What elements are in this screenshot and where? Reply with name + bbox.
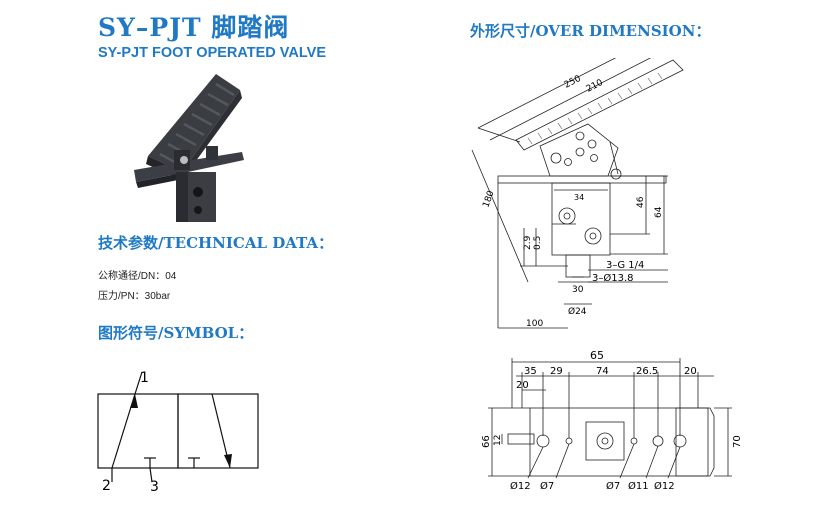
dim-phi24: Ø24 — [568, 306, 587, 317]
dim-2-9: 2.9 — [523, 235, 533, 250]
hole-phi12-right: Ø12 — [654, 480, 675, 492]
bottom-view-drawing: 65 35 29 74 26.5 20 20 66 12 70 Ø12 Ø7 Ø… — [481, 350, 743, 492]
dim-100: 100 — [526, 319, 543, 329]
dim-29: 29 — [550, 366, 563, 377]
dim-180: 180 — [481, 189, 496, 209]
dim-74: 74 — [596, 366, 609, 377]
page-title: SY–PJT 脚踏阀 — [98, 13, 290, 42]
dim-65: 65 — [590, 350, 604, 362]
hole-phi11: Ø11 — [628, 480, 649, 492]
symbol-title: 图形符号/SYMBOL： — [98, 324, 254, 342]
port-spec: 3–G 1/4 — [606, 260, 644, 271]
valve-symbol: 1 2 3 — [97, 370, 259, 495]
dim-12: 12 — [493, 435, 503, 446]
hole-spec: 3–Ø13.8 — [592, 272, 634, 284]
dim-30: 30 — [572, 285, 584, 295]
dim-70: 70 — [732, 435, 743, 448]
dim-66: 66 — [481, 435, 492, 448]
dim-35: 35 — [524, 366, 537, 377]
product-image — [134, 74, 244, 222]
port-3-label: 3 — [150, 479, 159, 495]
dimension-title: 外形尺寸/OVER DIMENSION： — [470, 22, 711, 40]
dim-34: 34 — [574, 193, 584, 202]
page-subtitle: SY-PJT FOOT OPERATED VALVE — [98, 45, 326, 61]
hole-phi7-right: Ø7 — [606, 480, 620, 492]
hole-phi12-left: Ø12 — [510, 480, 531, 492]
nominal-diameter-text: 公称通径/DN：04 — [98, 271, 177, 282]
dim-210: 210 — [585, 78, 605, 95]
technical-data-title: 技术参数/TECHNICAL DATA： — [98, 234, 334, 252]
dim-20-right: 20 — [684, 366, 697, 377]
dim-46: 46 — [636, 196, 646, 208]
port-2-label: 2 — [102, 478, 111, 494]
dim-26-5: 26.5 — [636, 366, 658, 377]
hole-phi7-left: Ø7 — [540, 480, 554, 492]
dim-0-5: 0.5 — [533, 236, 543, 250]
side-view-drawing: 250 210 180 34 46 64 2.9 0.5 30 Ø24 3–G … — [471, 58, 684, 329]
dim-20-left: 20 — [516, 380, 529, 391]
dim-64: 64 — [654, 206, 664, 218]
pressure-text: 压力/PN：30bar — [98, 291, 171, 302]
port-1-label: 1 — [140, 370, 149, 386]
